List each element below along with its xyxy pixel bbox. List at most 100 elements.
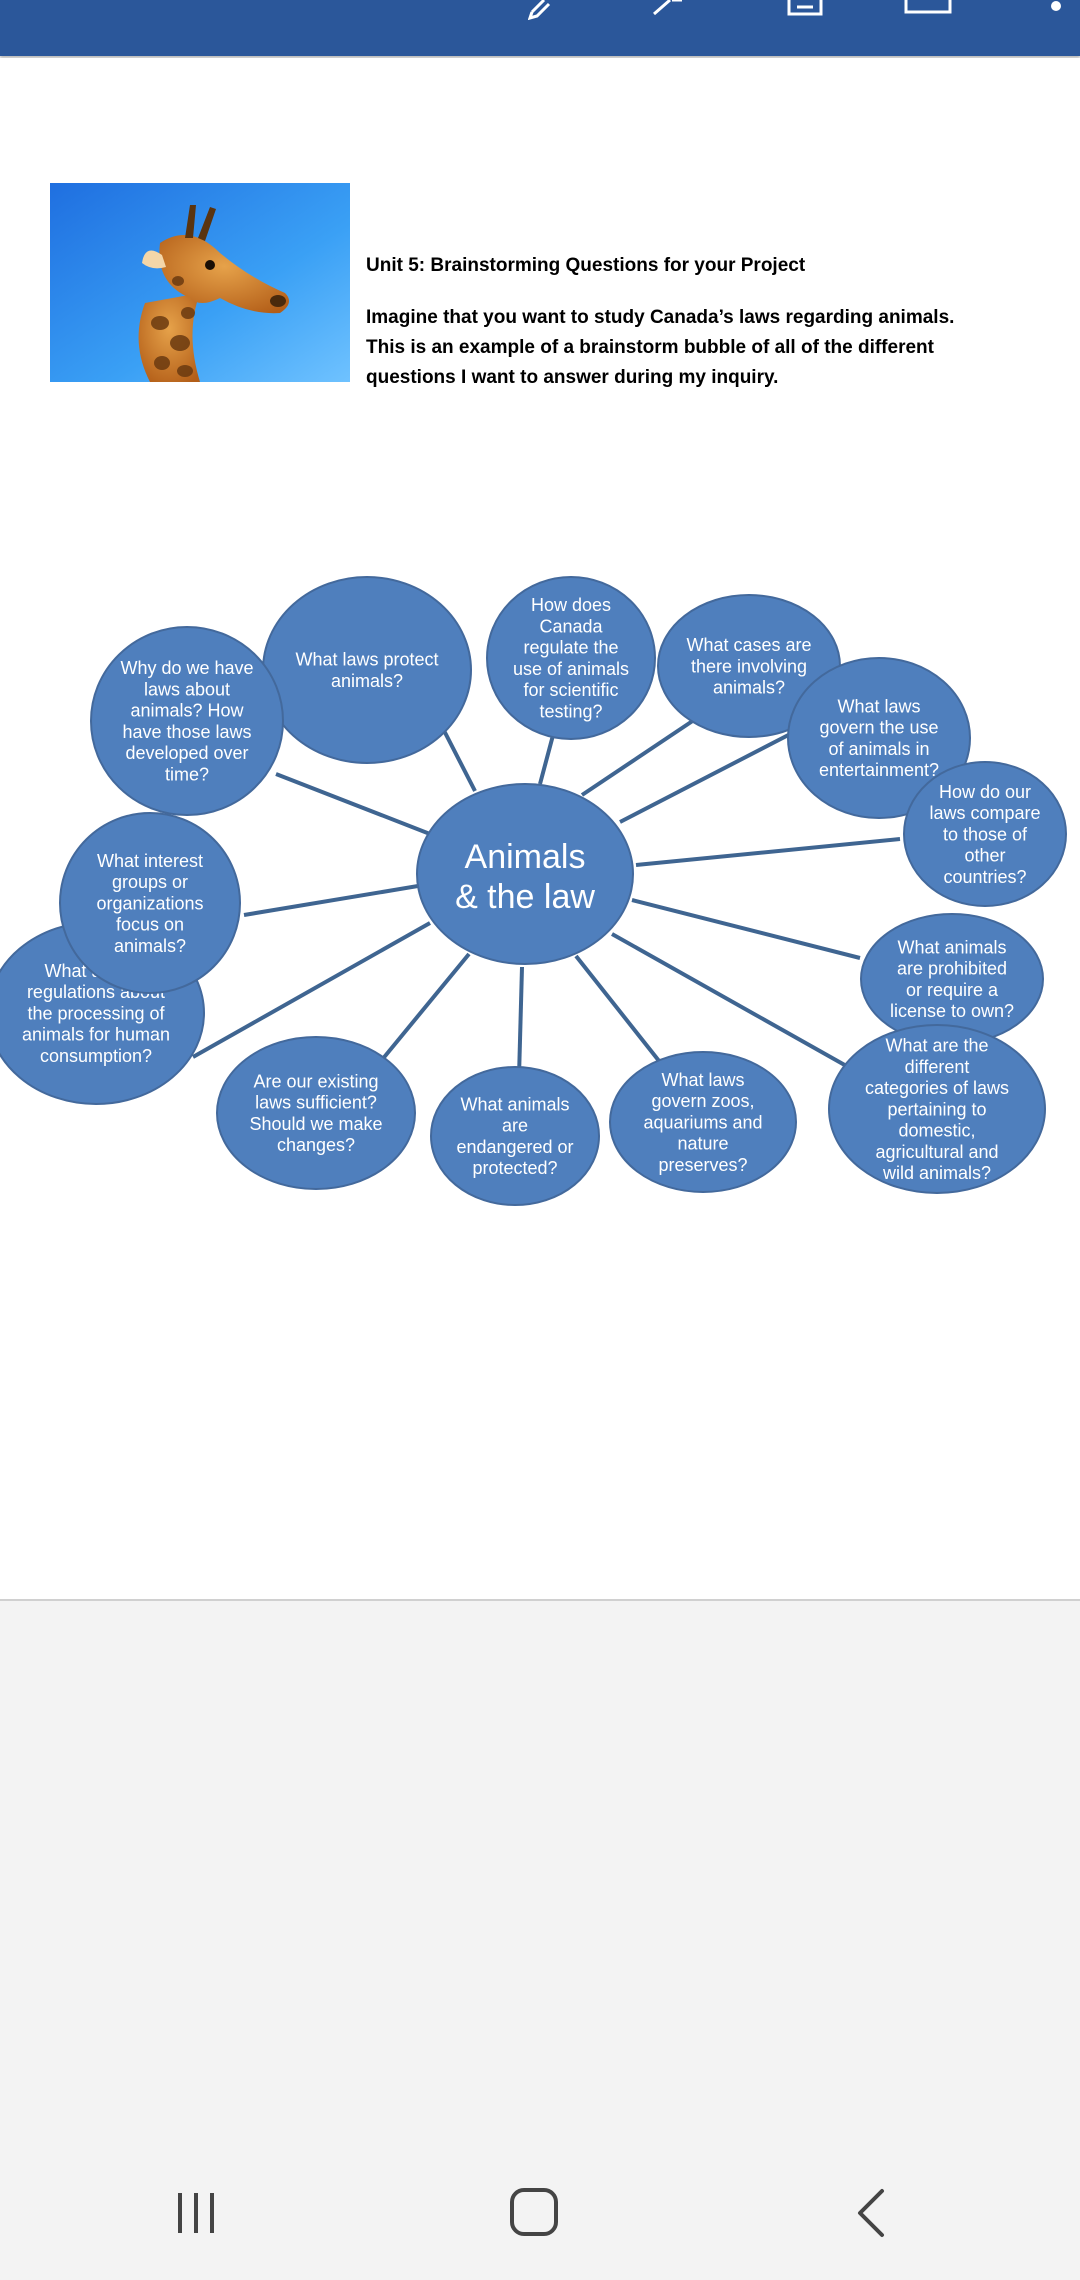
bubble-text: different: [905, 1057, 970, 1077]
bubble-text: laws compare: [929, 803, 1040, 823]
bubble-text: govern zoos,: [651, 1091, 754, 1111]
pen-icon[interactable]: [528, 0, 558, 20]
bubble-text: countries?: [943, 867, 1026, 887]
bubble-text: Canada: [539, 616, 603, 636]
bubble-text: What laws: [661, 1070, 744, 1090]
bubble-text: time?: [165, 764, 209, 784]
connector-line: [580, 712, 705, 797]
bubble-shape: [609, 1051, 797, 1193]
giraffe-photo: [50, 183, 350, 382]
bubble-text: What laws: [837, 696, 920, 716]
bubble-text: What animals: [460, 1094, 569, 1114]
bubble-text: other: [964, 846, 1005, 866]
connector-line: [619, 727, 801, 824]
connector-line: [192, 921, 431, 1059]
intro-line: This is an example of a brainstorm bubbl…: [366, 337, 934, 358]
bubble-text: What animals: [897, 937, 1006, 957]
bubble-text: govern the use: [819, 718, 938, 738]
bubble-text: groups or: [112, 872, 188, 892]
connector-line: [275, 772, 431, 836]
connector-line: [611, 932, 851, 1070]
center-bubble-text: Animals: [465, 838, 586, 876]
bubble-text: animals?: [331, 671, 403, 691]
bubble-text: license to own?: [890, 1001, 1014, 1021]
home-icon[interactable]: [508, 2186, 562, 2240]
bubble-text: What cases are: [686, 635, 811, 655]
bubble-shape: [903, 761, 1067, 907]
bubble-shape: [787, 657, 971, 819]
bubble-text: for scientific: [523, 680, 618, 700]
bubble-shape: [59, 812, 241, 994]
bubble-text: focus on: [116, 915, 184, 935]
bubble-text: animals for human: [22, 1025, 170, 1045]
center-bubble-text: & the law: [455, 878, 595, 916]
bubble-text: of animals in: [828, 739, 929, 759]
bubble-text: Should we make: [249, 1114, 382, 1134]
bubble-text: laws sufficient?: [255, 1093, 377, 1113]
bubble-text: What are the: [885, 1036, 988, 1056]
bubble-text: or require a: [906, 980, 999, 1000]
draw-icon[interactable]: [652, 0, 692, 20]
bubble-text: How does: [531, 595, 611, 615]
bubble-text: the processing of: [27, 1003, 165, 1023]
navigation-bar: [0, 2150, 1080, 2280]
bubble-text: are prohibited: [897, 959, 1007, 979]
bubble-text: preserves?: [658, 1155, 747, 1175]
bubble-text: domestic,: [898, 1121, 975, 1141]
center-bubble-shape: [416, 783, 634, 965]
top-toolbar: [0, 0, 1080, 56]
document-title: Unit 5: Brainstorming Questions for your…: [366, 255, 806, 276]
connector-line: [631, 898, 861, 960]
connector-line: [243, 884, 419, 917]
intro-paragraph: Imagine that you want to study Canada’s …: [366, 303, 1006, 393]
bubble-text: organizations: [96, 893, 203, 913]
bubble-text: agricultural and: [875, 1142, 998, 1162]
recent-apps-icon[interactable]: [172, 2188, 222, 2238]
layout-icon[interactable]: [904, 0, 952, 20]
bubble-text: wild animals?: [882, 1163, 991, 1183]
bubble-shape: [430, 1066, 600, 1206]
bubble-text: animals? How: [130, 701, 244, 721]
connector-line: [574, 954, 665, 1068]
bubble-shape: [90, 626, 284, 816]
bubble-text: regulate the: [523, 638, 618, 658]
bubble-text: How do our: [939, 782, 1031, 802]
save-icon[interactable]: [787, 0, 823, 20]
bubble-text: use of animals: [513, 659, 629, 679]
bubble-text: animals?: [713, 678, 785, 698]
bubble-shape: [828, 1024, 1046, 1194]
bubble-text: testing?: [539, 701, 602, 721]
bubble-text: developed over: [125, 743, 248, 763]
bubble-text: endangered or: [456, 1137, 573, 1157]
connector-line: [517, 966, 524, 1078]
bubble-text: changes?: [277, 1135, 355, 1155]
connector-line: [635, 837, 901, 867]
bubble-text: entertainment?: [819, 760, 939, 780]
bubble-text: protected?: [472, 1158, 557, 1178]
intro-line: Imagine that you want to study Canada’s …: [366, 307, 955, 328]
bubble-text: have those laws: [122, 722, 251, 742]
bubble-text: What laws protect: [295, 650, 438, 670]
intro-line: questions I want to answer during my inq…: [366, 367, 779, 388]
bubble-text: are: [502, 1116, 528, 1136]
back-icon[interactable]: [852, 2188, 892, 2238]
bubble-text: categories of laws: [865, 1078, 1009, 1098]
document-page: Unit 5: Brainstorming Questions for your…: [0, 58, 1080, 1601]
bubble-text: Why do we have: [120, 658, 253, 678]
bubble-text: aquariums and: [643, 1112, 762, 1132]
bubble-text: consumption?: [40, 1046, 152, 1066]
bubble-shape: [216, 1036, 416, 1190]
more-icon[interactable]: [1046, 0, 1066, 20]
bubble-shape: [486, 576, 656, 740]
